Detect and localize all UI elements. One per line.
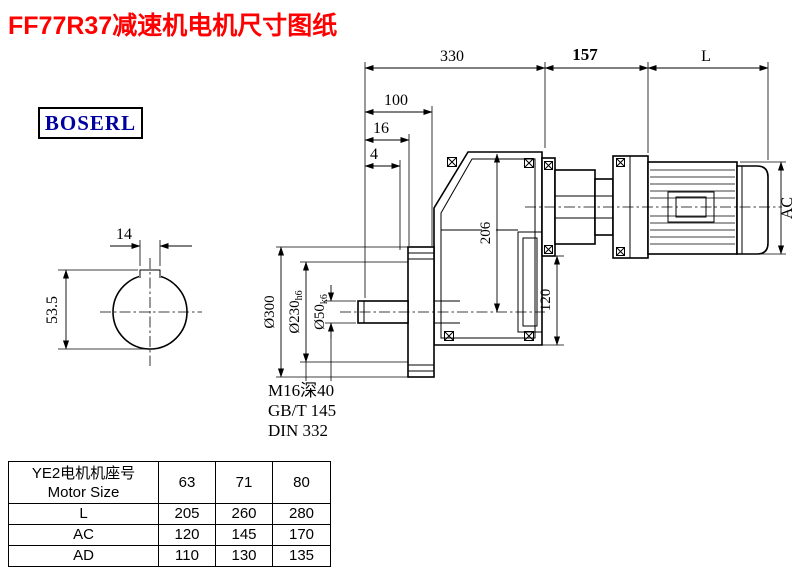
notes: M16深40 GB/T 145 DIN 332 [268, 381, 336, 440]
dim-4: 4 [370, 146, 378, 163]
note-tapped-hole: M16深40 [268, 381, 334, 400]
col-63: 63 [158, 461, 216, 504]
table-row-AC: AC 120 145 170 [8, 524, 331, 546]
motor-size-header-en: Motor Size [47, 483, 120, 501]
motor-size-header-cn: YE2电机机座号 [31, 464, 136, 482]
dim-L: L [701, 48, 711, 65]
table-row-AD: AD 110 130 135 [8, 545, 331, 567]
table-cell: 135 [272, 545, 331, 567]
svg-text:Ø230h6: Ø230h6 [287, 290, 305, 333]
dim-330: 330 [440, 48, 464, 65]
main-view [340, 151, 782, 378]
table-cell: 110 [158, 545, 216, 567]
dim-120: 120 [538, 289, 554, 312]
row-label: AD [8, 545, 159, 567]
dim-230: Ø230 [287, 300, 303, 333]
table-cell: 205 [158, 503, 216, 525]
technical-drawing: 14 53.5 [44, 45, 796, 440]
keyway-notch [139, 269, 161, 278]
dim-16: 16 [373, 120, 389, 137]
dim-300: Ø300 [262, 295, 278, 328]
shaft-end-view: 14 53.5 [44, 226, 202, 366]
brand-logo: BOSERL [38, 107, 143, 139]
table-row-L: L 205 260 280 [8, 503, 331, 525]
bolt-symbols [444, 157, 625, 341]
page-title: FF77R37减速机电机尺寸图纸 [8, 12, 338, 40]
table-cell: 120 [158, 524, 216, 546]
table-cell: 145 [215, 524, 273, 546]
col-80: 80 [272, 461, 331, 504]
dim-230-tolerance: h6 [294, 290, 305, 300]
motor-size-header: YE2电机机座号 Motor Size [8, 461, 159, 504]
dim-AC: AC [779, 197, 796, 219]
table-cell: 260 [215, 503, 273, 525]
dim-206: 206 [478, 221, 494, 244]
dimensions: 330 157 L 100 16 4 AC 206 120 [262, 45, 796, 381]
dim-157: 157 [572, 45, 598, 64]
motor-body [647, 161, 738, 255]
row-label: AC [8, 524, 159, 546]
dim-50-tolerance: k6 [319, 294, 330, 304]
table-cell: 170 [272, 524, 331, 546]
svg-text:Ø50k6: Ø50k6 [312, 294, 330, 330]
col-71: 71 [215, 461, 273, 504]
spec-table: YE2电机机座号 Motor Size 63 71 80 L 205 260 2… [8, 461, 331, 567]
note-din-standard: DIN 332 [268, 421, 328, 440]
dim-100: 100 [384, 92, 408, 109]
table-cell: 130 [215, 545, 273, 567]
dim-53-5: 53.5 [44, 296, 61, 324]
note-gb-standard: GB/T 145 [268, 401, 336, 420]
table-cell: 280 [272, 503, 331, 525]
row-label: L [8, 503, 159, 525]
table-header-row: YE2电机机座号 Motor Size 63 71 80 [8, 461, 331, 504]
dim-50: Ø50 [312, 304, 328, 330]
dim-14: 14 [116, 226, 132, 243]
